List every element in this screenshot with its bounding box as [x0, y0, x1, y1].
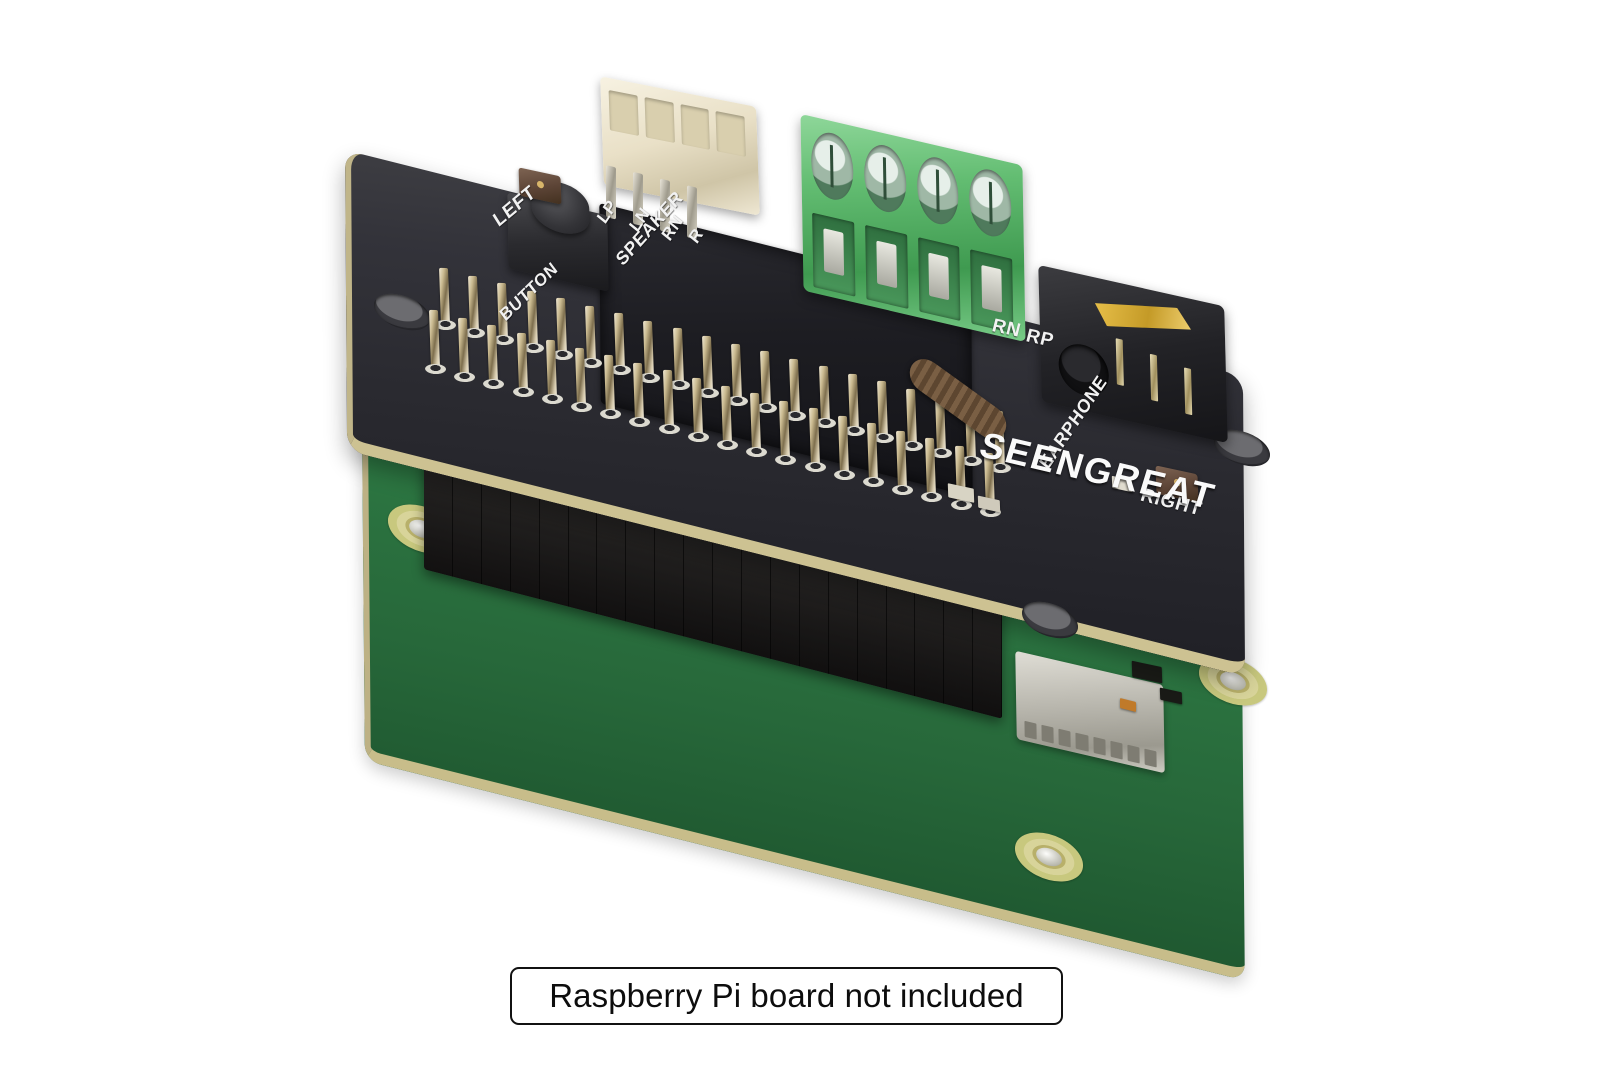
jack-leg-3 [1184, 367, 1193, 416]
gpio-pin-back-1 [439, 267, 450, 325]
gpio-pin-front-14 [808, 408, 820, 467]
jack-leg-2 [1149, 353, 1159, 402]
gpio-pin-back-5 [555, 298, 567, 355]
gpio-pin-front-9 [662, 370, 674, 429]
gpio-pin-front-4 [516, 332, 528, 391]
jst-slots [608, 89, 746, 157]
gpio-pin-front-10 [691, 377, 703, 437]
gpio-pin-back-10 [701, 335, 713, 393]
caption-box: Raspberry Pi board not included [510, 967, 1063, 1025]
product-photo: LEFT LP LN RN R SPEAKER BUTTON RN RP EAR… [0, 0, 1600, 940]
gpio-pin-back-16 [877, 381, 888, 438]
gpio-pin-back-14 [818, 366, 830, 423]
gpio-pin-front-15 [837, 415, 849, 474]
jack-gold-contact [1095, 289, 1192, 345]
gpio-pin-back-9 [672, 328, 684, 385]
gpio-pin-back-6 [585, 305, 596, 362]
caption-text: Raspberry Pi board not included [549, 977, 1024, 1014]
jack-leg-1 [1115, 338, 1124, 386]
gpio-pin-front-5 [545, 340, 557, 399]
gpio-pin-back-15 [847, 373, 859, 430]
